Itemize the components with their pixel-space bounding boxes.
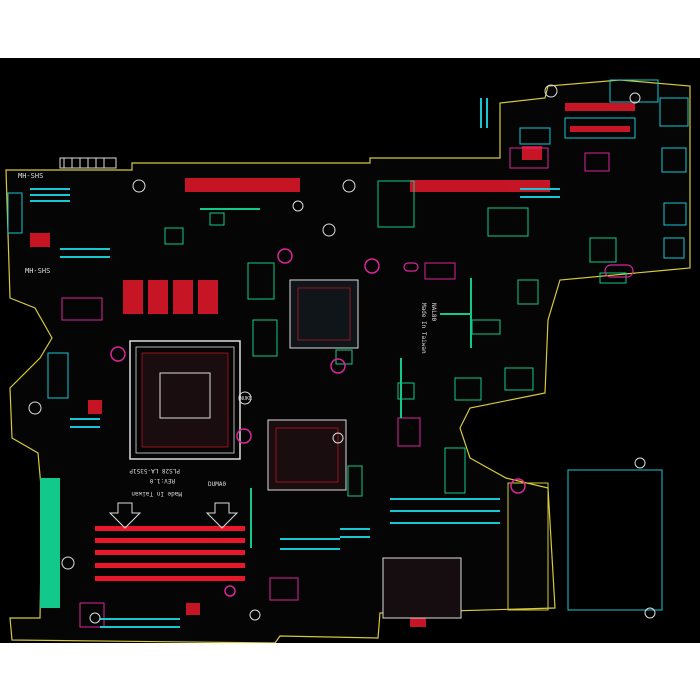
label-made-in-taiwan-1: Made In Taiwan	[131, 490, 182, 497]
label-board-code: DUMA0	[208, 481, 226, 488]
copper-patches	[30, 103, 635, 627]
northbridge-chip	[289, 279, 359, 349]
label-nuke: NUKE	[240, 396, 252, 402]
label-sku: NAL80	[430, 303, 437, 321]
battery-cutout-outline	[567, 469, 663, 611]
board-outline	[5, 79, 691, 643]
label-rev: REV:1.0	[149, 477, 175, 484]
slot-outline	[507, 482, 549, 611]
right-io-connectors	[519, 79, 689, 259]
cpu-socket	[129, 340, 241, 460]
top-left-connectors	[59, 157, 117, 169]
tooling-holes	[28, 84, 656, 624]
oval-slots	[403, 262, 634, 278]
dimm-arrow-right	[205, 502, 239, 529]
magenta-components	[61, 147, 610, 628]
southbridge-chip	[267, 419, 347, 491]
mounting-holes	[110, 248, 526, 597]
bottom-bga-chip	[382, 557, 462, 619]
green-traces	[40, 208, 472, 608]
dimm-slots	[95, 526, 245, 581]
label-mh-left-mid: MH-SHS	[25, 267, 50, 275]
left-edge-connector	[7, 192, 23, 234]
label-board-pn: PLS28 LA-5351P	[129, 467, 180, 474]
left-mid-connector	[47, 352, 69, 399]
pcb-layout-canvas: MH-SHS MH-SHS PLS28 LA-5351P REV:1.0 Mad…	[0, 58, 700, 643]
dimm-arrow-left	[108, 502, 142, 529]
label-mh-top-left: MH-SHS	[18, 172, 43, 180]
label-made-in-taiwan-2: Made In Taiwan	[420, 303, 427, 354]
pad-clusters	[30, 98, 560, 628]
